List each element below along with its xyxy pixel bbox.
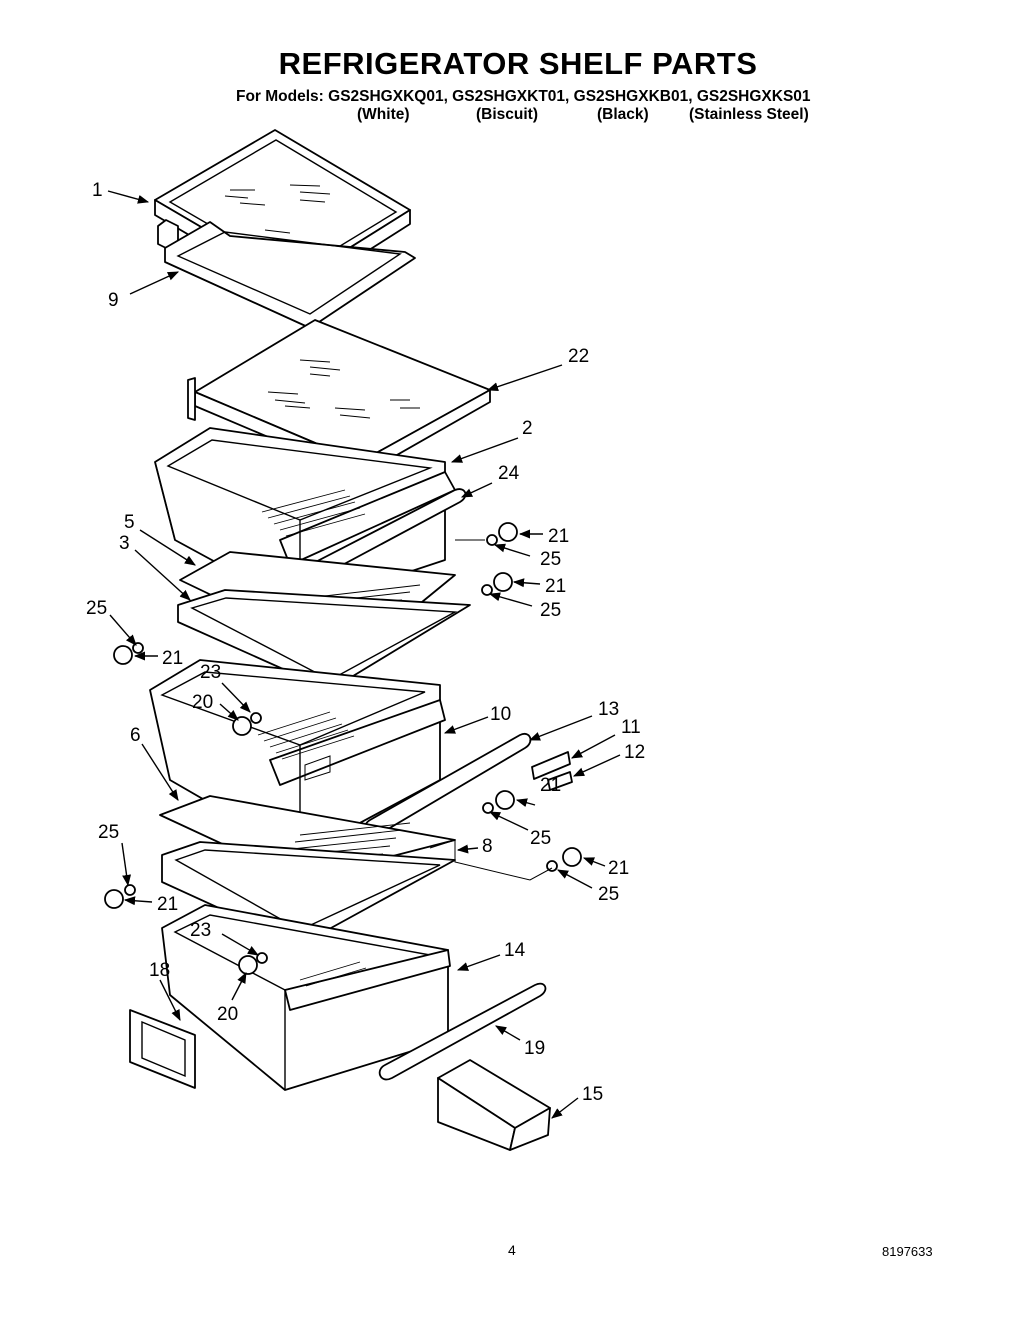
callout-2: 2 xyxy=(522,418,533,439)
finish-stainless: (Stainless Steel) xyxy=(689,106,809,123)
bracket-12 xyxy=(547,771,573,791)
callout-1: 1 xyxy=(92,180,103,201)
models-line: For Models: GS2SHGXKQ01, GS2SHGXKT01, GS… xyxy=(236,88,811,105)
callout-20: 20 xyxy=(217,1004,238,1025)
callout-22: 22 xyxy=(568,346,589,367)
callout-3: 3 xyxy=(119,533,130,554)
callout-6: 6 xyxy=(130,725,141,746)
callout-25: 25 xyxy=(540,600,561,621)
callout-21: 21 xyxy=(545,576,566,597)
callout-21: 21 xyxy=(548,526,569,547)
leader-lines xyxy=(107,190,621,1119)
hardware xyxy=(104,522,582,975)
label-plate-18 xyxy=(129,1009,196,1089)
callout-23: 23 xyxy=(190,920,211,941)
callout-14: 14 xyxy=(504,940,526,961)
bracket-11 xyxy=(531,751,571,780)
callout-24: 24 xyxy=(498,463,520,484)
page-number: 4 xyxy=(508,1242,516,1258)
callout-labels: 1 9 22 2 24 21 25 5 3 21 25 25 21 23 20 … xyxy=(86,180,645,1105)
crisper-frame-8 xyxy=(161,841,456,946)
callout-23: 23 xyxy=(200,662,221,683)
callout-25: 25 xyxy=(98,822,119,843)
callout-15: 15 xyxy=(582,1084,603,1105)
callout-25: 25 xyxy=(598,884,619,905)
callout-25: 25 xyxy=(530,828,551,849)
callout-20: 20 xyxy=(192,692,213,713)
crisper-frame-3 xyxy=(177,589,471,691)
callout-9: 9 xyxy=(108,290,119,311)
bin-15 xyxy=(437,1059,551,1151)
callout-11: 11 xyxy=(621,717,641,738)
document-number: 8197633 xyxy=(882,1244,933,1259)
callout-8: 8 xyxy=(482,836,493,857)
handle-19 xyxy=(378,982,547,1081)
callout-10: 10 xyxy=(490,704,511,725)
finish-black: (Black) xyxy=(597,106,649,123)
callout-12: 12 xyxy=(624,742,645,763)
callout-5: 5 xyxy=(124,512,135,533)
callout-21: 21 xyxy=(608,858,629,879)
callout-21: 21 xyxy=(540,775,561,796)
callout-21: 21 xyxy=(157,894,178,915)
finish-white: (White) xyxy=(357,106,410,123)
shelf-frame-9 xyxy=(164,221,416,329)
callout-19: 19 xyxy=(524,1038,545,1059)
finish-biscuit: (Biscuit) xyxy=(476,106,538,123)
callout-25: 25 xyxy=(86,598,107,619)
page-title: REFRIGERATOR SHELF PARTS xyxy=(278,46,758,81)
callout-21: 21 xyxy=(162,648,183,669)
callout-25: 25 xyxy=(540,549,561,570)
callout-18: 18 xyxy=(149,960,170,981)
callout-13: 13 xyxy=(598,699,619,720)
